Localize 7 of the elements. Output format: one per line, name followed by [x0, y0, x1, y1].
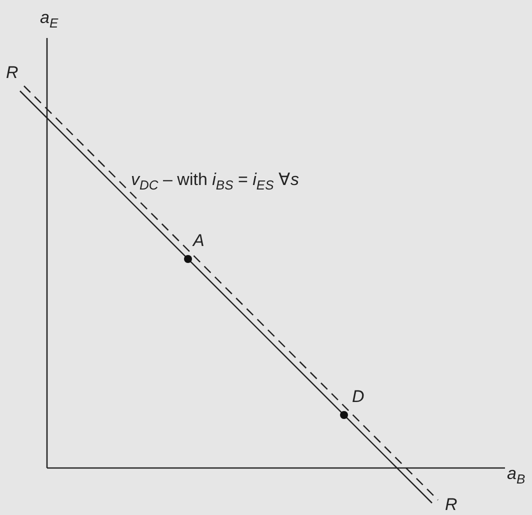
line-label: R [445, 495, 458, 515]
line-label: v$_{DC}$ – with i$_{BS}$ = i$_{ES}$ ∀s [131, 170, 299, 194]
point-label: D [352, 387, 364, 407]
line-label: R [6, 63, 18, 83]
point-label: A [193, 231, 204, 251]
axis-label: a$_{E}$ [40, 8, 58, 32]
axis-label: a$_{B}$ [507, 464, 526, 488]
